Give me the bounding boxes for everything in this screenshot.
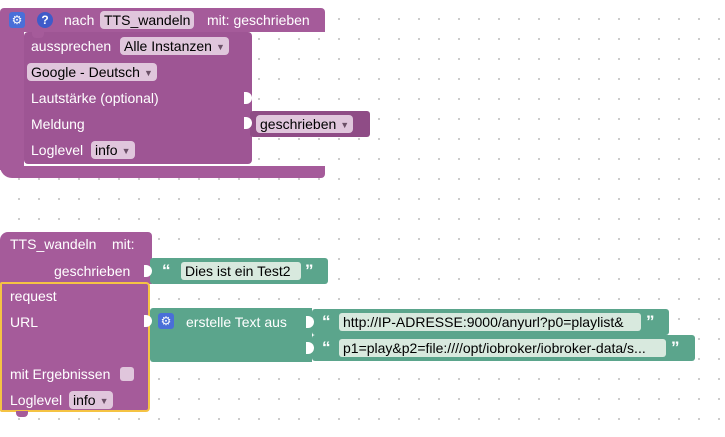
request-loglevel-label: Loglevel <box>10 392 63 408</box>
gear-icon[interactable]: ⚙ <box>9 12 25 28</box>
quote-open-icon: “ <box>322 338 331 357</box>
procedure-header-right <box>0 258 152 284</box>
procedure-name[interactable]: TTS_wandeln <box>10 236 97 252</box>
chevron-down-icon: ▼ <box>121 146 131 156</box>
string-plug <box>144 265 152 277</box>
lautstaerke-label: Lautstärke (optional) <box>31 90 159 106</box>
call-left-column <box>0 30 24 170</box>
join-plug <box>144 315 152 327</box>
quote-open-icon: “ <box>322 312 331 331</box>
param-label: geschrieben <box>54 263 131 279</box>
help-icon[interactable]: ? <box>37 12 53 28</box>
function-name-field[interactable]: TTS_wandeln <box>100 11 195 29</box>
request-loglevel-dropdown[interactable]: info▼ <box>69 391 113 409</box>
gear-icon[interactable]: ⚙ <box>158 313 174 329</box>
volume-input-slot[interactable] <box>244 92 252 104</box>
variable-dropdown[interactable]: geschrieben▼ <box>256 115 354 133</box>
meldung-label: Meldung <box>31 116 85 132</box>
quote-close-icon: ” <box>646 312 655 331</box>
loglevel-label: Loglevel <box>31 142 84 158</box>
call-footer <box>0 166 325 178</box>
results-label: mit Ergebnissen <box>10 366 111 382</box>
request-label: request <box>10 288 57 304</box>
request-block[interactable] <box>0 282 150 412</box>
chevron-down-icon: ▼ <box>143 68 153 78</box>
results-checkbox[interactable] <box>120 367 134 381</box>
chevron-down-icon: ▼ <box>99 396 109 406</box>
instance-dropdown[interactable]: Alle Instanzen▼ <box>120 37 229 55</box>
create-text-label: erstelle Text aus <box>186 314 287 330</box>
loglevel-dropdown[interactable]: info▼ <box>91 141 135 159</box>
url-label: URL <box>10 314 39 330</box>
quote-close-icon: ” <box>671 338 680 357</box>
voice-dropdown[interactable]: Google - Deutsch▼ <box>27 63 157 81</box>
param-value-field[interactable]: Dies ist ein Test2 <box>181 262 301 280</box>
chevron-down-icon: ▼ <box>215 42 225 52</box>
variable-plug <box>244 117 252 129</box>
text-item-1-field[interactable]: http://IP-ADRESSE:9000/anyurl?p0=playlis… <box>339 313 641 331</box>
text-join-right <box>308 308 312 362</box>
text-item-2-field[interactable]: p1=play&p2=file:////opt/iobroker/iobroke… <box>339 339 666 357</box>
mit-label: mit: geschrieben <box>207 12 310 28</box>
quote-open-icon: “ <box>162 261 171 280</box>
chevron-down-icon: ▼ <box>340 120 350 130</box>
nach-label: nach <box>64 12 95 28</box>
text-item-1-plug <box>306 316 314 328</box>
text-item-2-plug <box>306 342 314 354</box>
text-join-block[interactable] <box>150 308 310 362</box>
aussprechen-label: aussprechen <box>31 38 112 54</box>
procedure-mit-label: mit: <box>112 236 135 252</box>
quote-close-icon: ” <box>305 261 314 280</box>
request-bottom-notch <box>16 411 28 417</box>
